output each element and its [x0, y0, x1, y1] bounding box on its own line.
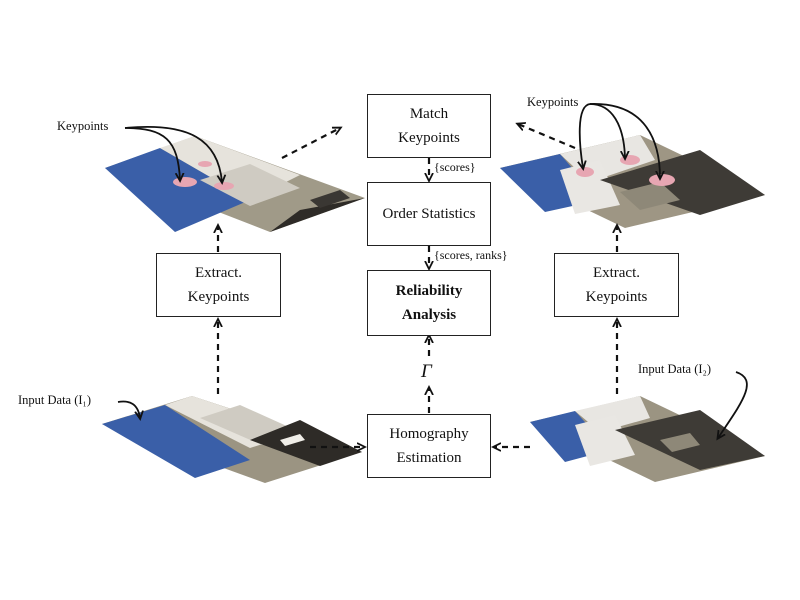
callout-keypoints-right-2	[589, 103, 660, 178]
image-keypoints-left	[105, 136, 365, 232]
image-input-left	[102, 396, 362, 483]
scores-label: {scores}	[434, 160, 476, 174]
callout-input-right	[718, 371, 748, 438]
order-statistics-box: Order Statistics	[367, 182, 491, 246]
extract-keypoints-left-box: Extract. Keypoints	[156, 253, 281, 317]
extract-keypoints-right-box: Extract. Keypoints	[554, 253, 679, 317]
callout-keypoints-left-1	[124, 127, 180, 180]
keypoints-left-label: Keypoints	[57, 119, 109, 133]
input-data-left-label: Input Data (I₁)	[18, 393, 92, 407]
image-keypoints-right	[500, 135, 765, 228]
edge-left-to-match	[281, 128, 340, 159]
callout-keypoints-right-3	[580, 103, 591, 168]
callout-input-left	[117, 400, 140, 418]
keypoints-right-label: Keypoints	[527, 95, 579, 109]
reliability-analysis-box: Reliability Analysis	[367, 270, 491, 336]
edge-right-to-match	[518, 124, 576, 150]
gamma-label: Γ	[421, 361, 432, 382]
input-data-right-label: Input Data (I₂)	[638, 362, 712, 376]
homography-estimation-box: Homography Estimation	[367, 414, 491, 478]
scores-ranks-label: {scores, ranks}	[434, 248, 508, 262]
callout-keypoints-left-2	[124, 126, 222, 182]
image-input-right	[530, 396, 765, 482]
match-keypoints-box: Match Keypoints	[367, 94, 491, 158]
